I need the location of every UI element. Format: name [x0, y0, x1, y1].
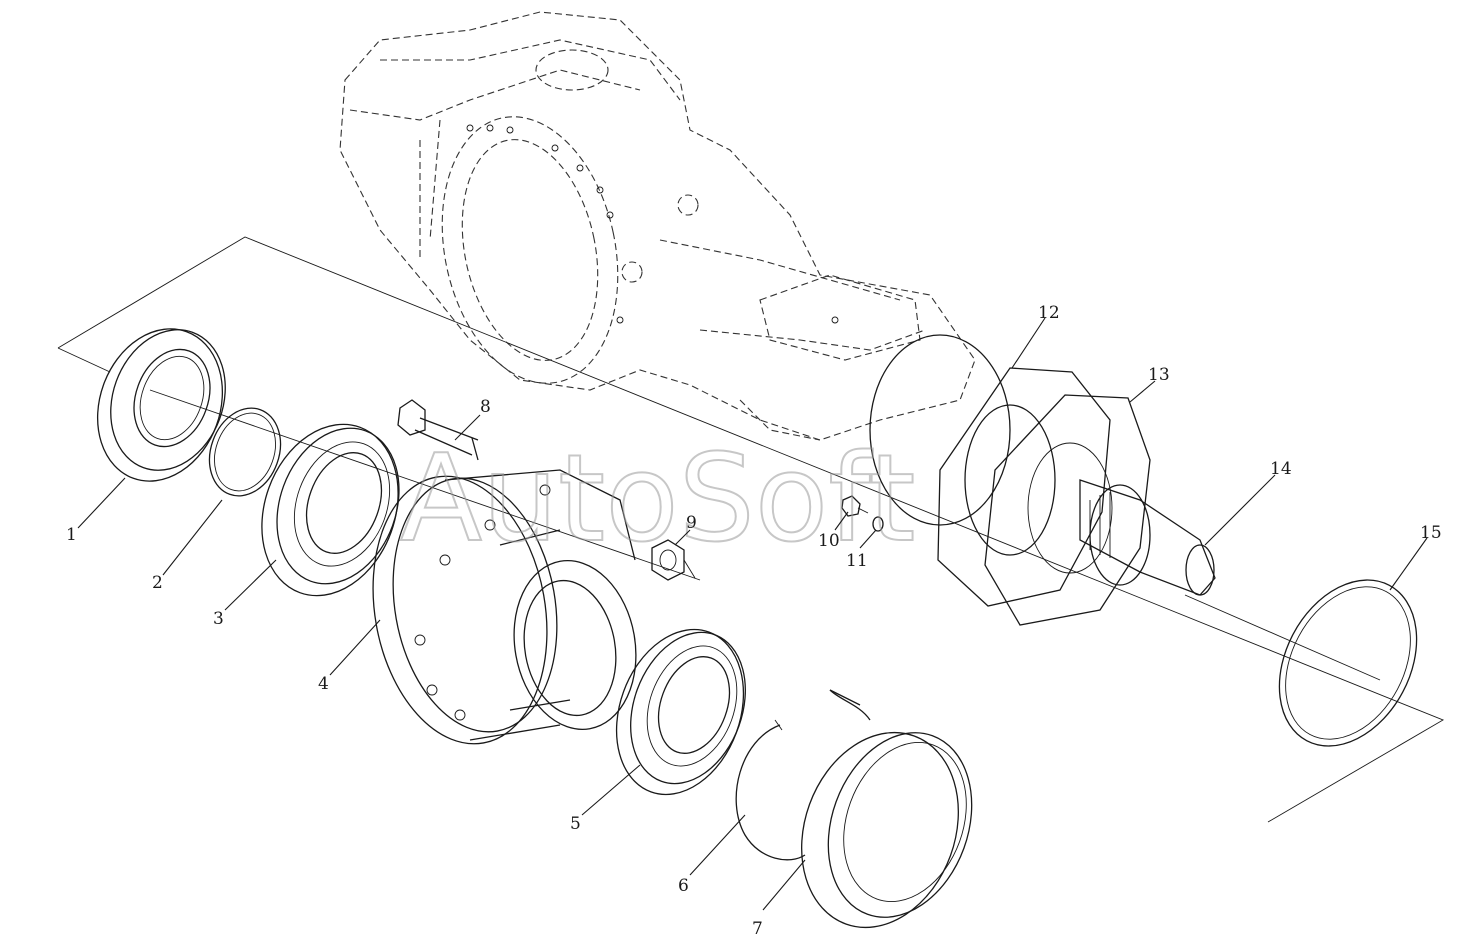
part-11-washer: [872, 516, 884, 532]
callout-6: 6: [678, 876, 689, 896]
part-13-gasket: [984, 394, 1151, 626]
callout-11: 11: [846, 551, 868, 571]
callout-10: 10: [818, 531, 840, 551]
callout-2: 2: [152, 573, 163, 593]
callout-1: 1: [66, 525, 77, 545]
axle-housing-phantom: [339, 11, 976, 441]
part-8-bolt: [397, 399, 479, 461]
part-15-o-ring: [1278, 579, 1418, 747]
part-14-half-shaft: [1079, 479, 1216, 596]
part-9-nut: [651, 539, 696, 581]
callouts: 1 2 3 4 5 6 7 8 9 10 11 12 13 14 15: [66, 303, 1442, 939]
callout-7: 7: [752, 919, 763, 939]
part-10-screw: [841, 495, 869, 517]
part-1-seal: [96, 328, 226, 482]
part-6-snap-ring: [735, 719, 806, 861]
assembly-frame-lines: [57, 236, 1445, 823]
leader-lines: [77, 317, 1428, 911]
part-2-o-ring: [208, 407, 282, 497]
callout-13: 13: [1148, 365, 1170, 385]
callout-8: 8: [480, 397, 491, 417]
callout-3: 3: [213, 609, 224, 629]
callout-4: 4: [318, 674, 329, 694]
callout-14: 14: [1270, 459, 1292, 479]
part-3-bearing: [261, 423, 400, 597]
part-5-bearing: [615, 628, 746, 796]
callout-12: 12: [1038, 303, 1060, 323]
part-12-carrier-cover: [869, 334, 1111, 607]
callout-9: 9: [686, 513, 697, 533]
callout-5: 5: [570, 814, 581, 834]
watermark-text: AutoSoft: [400, 430, 915, 569]
part-7-ring-gear: [801, 689, 973, 929]
callout-15: 15: [1420, 523, 1442, 543]
